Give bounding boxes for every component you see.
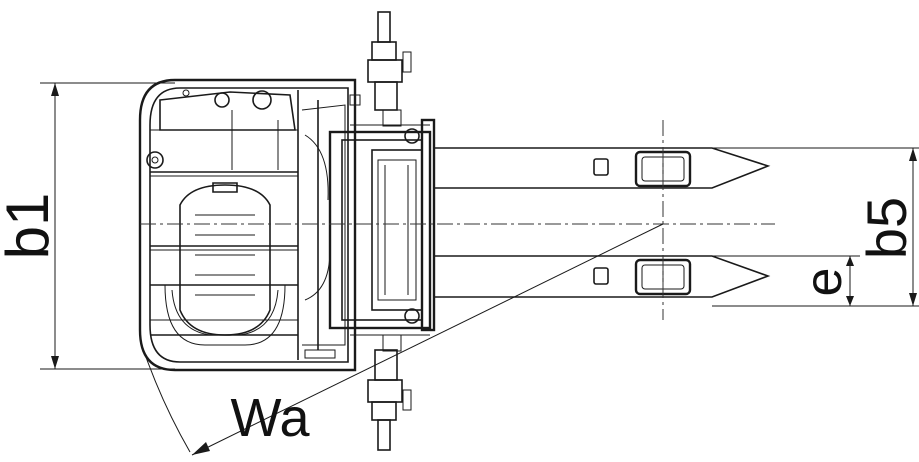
fork-lower: [434, 255, 771, 298]
truck-body: [138, 78, 361, 372]
overhead-guard-top: [367, 11, 412, 127]
overhead-guard-bottom: [367, 334, 412, 451]
dimension-label-e: e: [795, 268, 853, 297]
dimension-label-wa: Wa: [231, 388, 311, 448]
dimension-wa: Wa: [139, 223, 664, 456]
dimension-label-b5: b5: [855, 197, 918, 259]
mast-assembly: [328, 118, 436, 336]
dimension-label-b1: b1: [0, 193, 61, 260]
dimension-b1: b1: [0, 82, 175, 370]
dimension-b5: b5: [712, 147, 919, 307]
center-lines: [140, 120, 775, 320]
fork-upper: [434, 147, 771, 189]
dimension-e: e: [712, 255, 860, 307]
